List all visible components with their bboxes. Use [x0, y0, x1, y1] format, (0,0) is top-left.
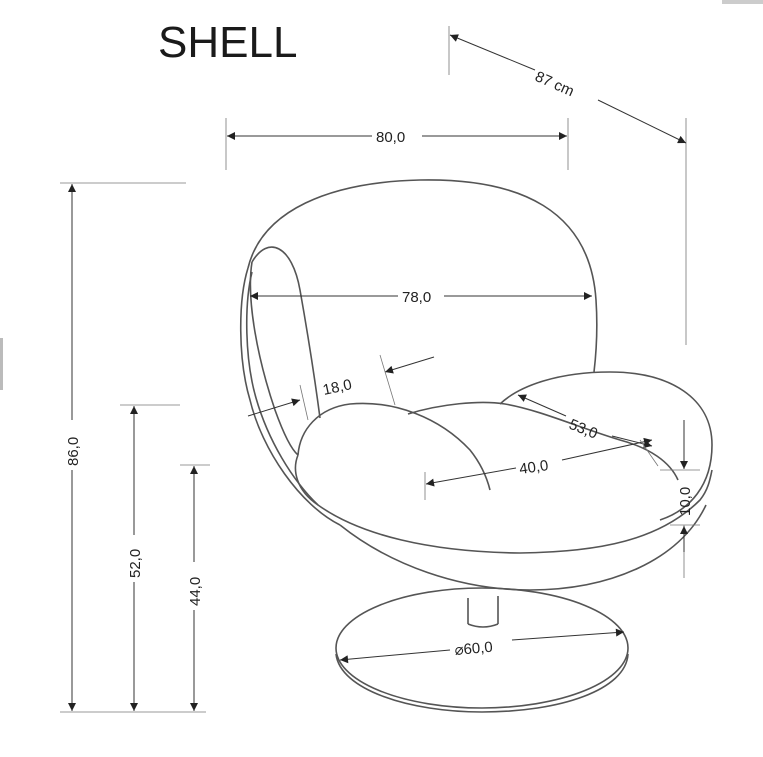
dim-total-width: 80,0 [376, 129, 405, 146]
shell-left-side [239, 267, 341, 526]
chair-outline [239, 179, 713, 713]
corner-mark [722, 0, 763, 4]
product-title: SHELL [158, 18, 297, 67]
dim-seat-depth: 40,0 [518, 457, 549, 478]
dim-87-line-a [449, 34, 536, 71]
backrest-outer [247, 179, 598, 373]
dim-diagonal-depth: 87 cm [532, 68, 576, 100]
seat-pad-left [297, 402, 491, 491]
base-disc [335, 587, 629, 709]
seat-cushion [407, 401, 679, 481]
edge-mark [0, 338, 3, 390]
armrest-left [251, 246, 321, 419]
dim-inner-width: 78,0 [402, 289, 431, 306]
stem-bottom [467, 623, 499, 628]
shell-bottom [339, 504, 707, 591]
dim-87-line-b [597, 99, 687, 144]
dim-arm-height: 52,0 [127, 549, 144, 578]
dimension-lines: 87 cm 80,0 78,0 18,0 53,0 40,0 10,0 [60, 26, 700, 713]
dim-armrest: 18,0 [321, 376, 353, 399]
base-edge [335, 653, 629, 713]
dim-seat-height: 44,0 [187, 577, 204, 606]
armrest-right [499, 371, 713, 521]
dim-cushion-thickness: 10,0 [677, 487, 694, 516]
dim-base-diameter: ⌀60,0 [454, 639, 494, 659]
dim-total-height: 86,0 [65, 437, 82, 466]
shell-left-inner [245, 271, 319, 506]
seat-front [294, 454, 713, 554]
dim-seat-side: 53,0 [567, 416, 600, 443]
